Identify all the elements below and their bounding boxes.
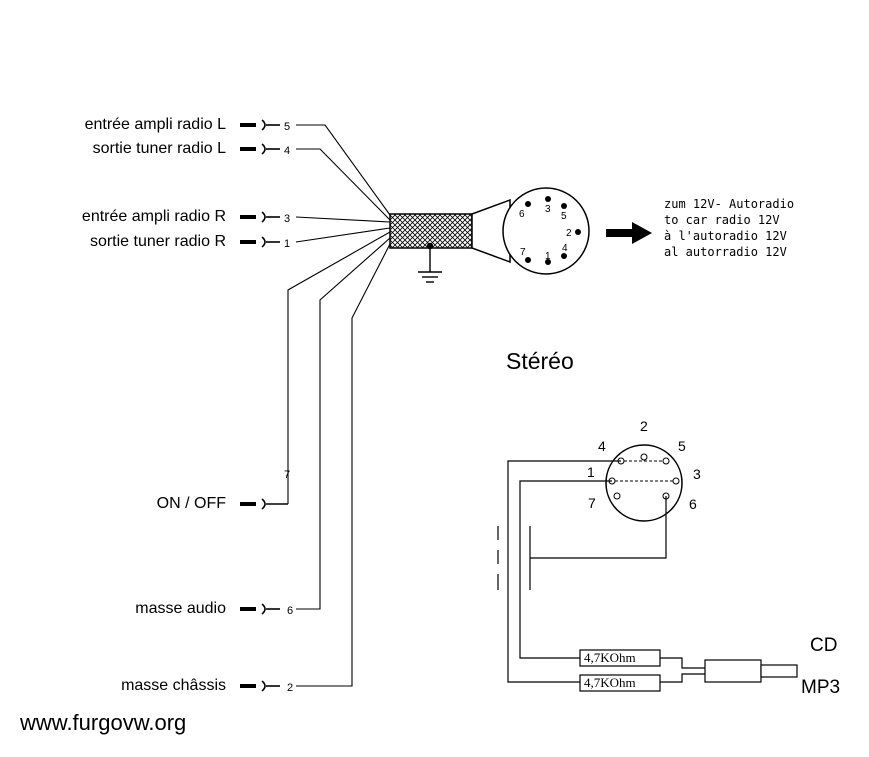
plug-gnd-audio (240, 603, 280, 615)
target-line-2: to car radio 12V (664, 213, 780, 227)
din-plug-pins (525, 196, 581, 265)
din-pin-2: 2 (640, 418, 648, 434)
resistor-2 (579, 674, 661, 692)
label-on-off: ON / OFF (156, 495, 226, 512)
shield-ground (418, 242, 442, 283)
stereo-bridges (615, 460, 673, 482)
plug-out-tuner-r (240, 236, 280, 248)
wire-pin4 (507, 460, 621, 683)
stereo-din-socket (605, 444, 683, 522)
resistor-2-label: 4,7KOhm (584, 675, 636, 690)
watermark: www.furgovw.org (20, 710, 187, 735)
plug-gnd-chassis (240, 680, 280, 692)
wire-6 (296, 237, 391, 610)
din-pin-1: 1 (587, 464, 595, 480)
din-top-pin-3: 3 (545, 204, 551, 215)
label-in-amp-l: entrée ampli radio L (84, 116, 226, 133)
wire-1 (295, 227, 391, 243)
label-out-tuner-r: sortie tuner radio R (89, 233, 226, 250)
wire-4 (296, 148, 391, 221)
din-pin-6: 6 (689, 496, 697, 512)
plug-in-amp-l (240, 119, 280, 131)
din-top-pin-2: 2 (566, 228, 572, 239)
harness-wires (287, 124, 391, 687)
din-top-pin-4: 4 (562, 243, 568, 254)
wire-7 (287, 231, 391, 504)
output-cd-label: CD (810, 635, 838, 656)
wire-num-7: 7 (284, 469, 291, 481)
braided-cable (389, 213, 473, 249)
target-line-3: à l'autoradio 12V (664, 229, 787, 243)
wire-num-4: 4 (284, 145, 291, 157)
wire-num-5: 5 (284, 121, 291, 133)
wire-5 (296, 124, 391, 216)
plug-out-tuner-l (240, 143, 280, 155)
plug-on-off (240, 498, 288, 510)
jack-plug (660, 657, 798, 683)
din-top-pin-5: 5 (561, 211, 567, 222)
label-gnd-chassis: masse châssis (121, 677, 226, 694)
label-in-amp-r: entrée ampli radio R (81, 208, 226, 225)
din-pin-5: 5 (678, 438, 686, 454)
din-pin-7: 7 (588, 495, 596, 511)
plug-in-amp-r (240, 211, 280, 223)
din-top-pin-7: 7 (520, 247, 526, 258)
wire-2 (296, 243, 391, 687)
din-top-pin-1: 1 (545, 251, 551, 262)
wire-pin6-gnd (530, 496, 667, 559)
din-pin-3: 3 (693, 466, 701, 482)
wire-num-1: 1 (284, 238, 291, 250)
target-line-4: al autorradio 12V (664, 245, 787, 259)
wire-pin1 (519, 480, 612, 659)
din-pin-4: 4 (598, 438, 606, 454)
stereo-title: Stéréo (506, 348, 574, 374)
din-top-pin-6: 6 (519, 209, 525, 220)
wire-3 (295, 216, 391, 223)
target-line-1: zum 12V- Autoradio (664, 197, 795, 211)
wire-num-2: 2 (287, 682, 294, 694)
plug-symbols (240, 119, 288, 692)
resistor-1-label: 4,7KOhm (584, 650, 636, 665)
arrow-icon (606, 222, 652, 244)
stereo-din-holes (608, 453, 680, 500)
wire-num-6: 6 (287, 605, 294, 617)
label-gnd-audio: masse audio (135, 600, 226, 617)
din-plug-housing (471, 187, 590, 275)
stereo-wires (497, 460, 667, 683)
label-out-tuner-l: sortie tuner radio L (92, 140, 226, 157)
output-mp3-label: MP3 (801, 677, 841, 698)
resistors (579, 649, 661, 692)
wire-num-3: 3 (284, 213, 291, 225)
